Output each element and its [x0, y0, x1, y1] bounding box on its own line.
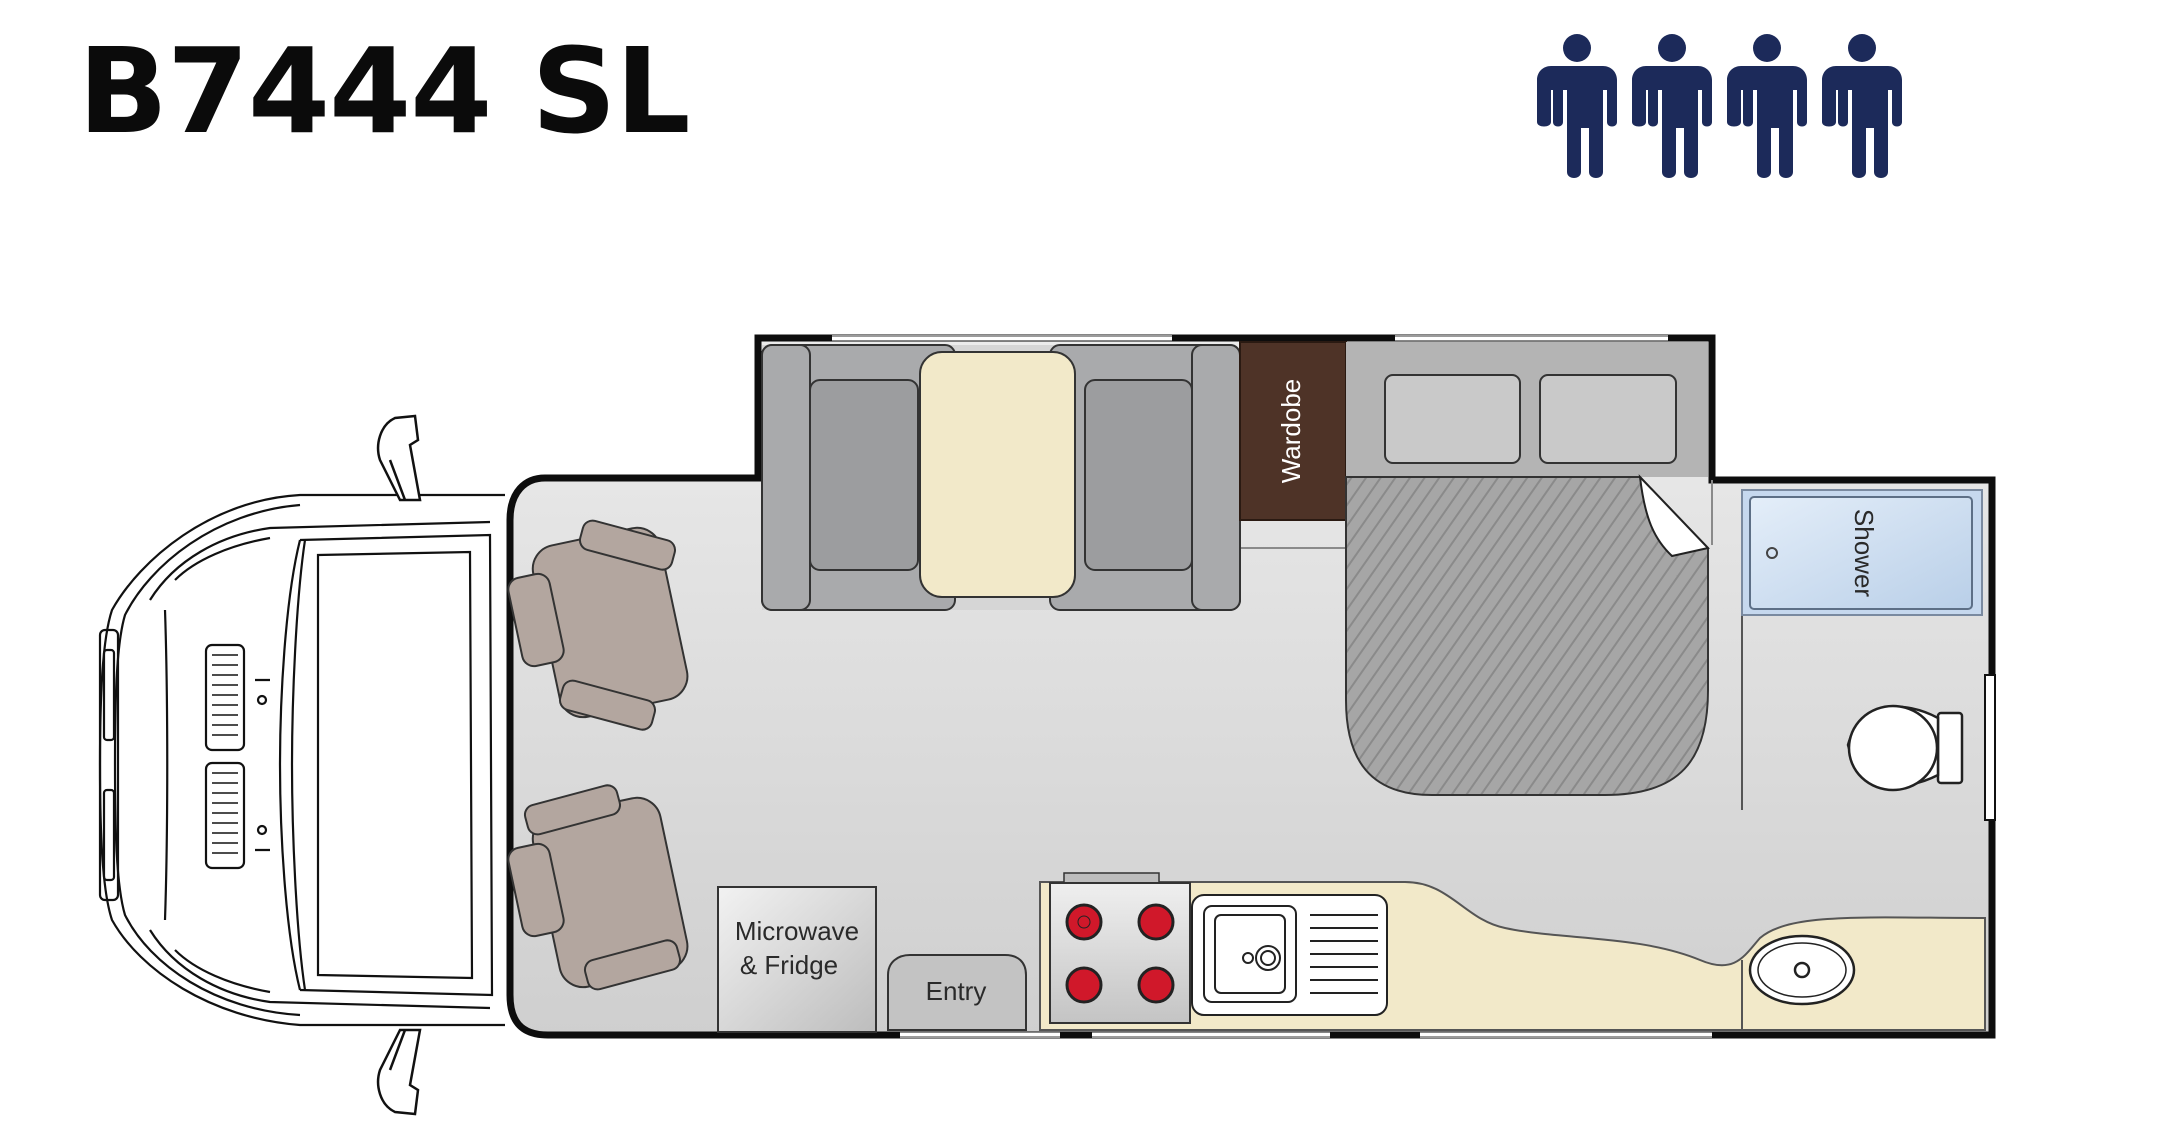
side-mirror-bottom — [376, 1028, 422, 1116]
toilet-icon — [1846, 704, 1964, 792]
microwave-fridge: Microwave & Fridge — [717, 886, 877, 1033]
berth-indicator — [1537, 34, 1902, 178]
microwave-label-line1: Microwave — [735, 916, 859, 946]
entry-label: Entry — [926, 976, 987, 1006]
cooktop-icon — [1049, 872, 1191, 1024]
cab-seat-passenger — [507, 784, 689, 991]
shower: Shower — [1741, 489, 1983, 616]
person-icon — [1537, 34, 1617, 178]
shower-drain-icon — [1766, 547, 1778, 559]
van-cab — [98, 493, 505, 1027]
rear-bed — [1345, 342, 1710, 796]
person-icon — [1822, 34, 1902, 178]
entry-step[interactable]: Entry — [887, 954, 1027, 1031]
wardrobe: Wardobe — [1239, 341, 1347, 521]
dinette-bench-right — [1049, 344, 1241, 611]
person-icon — [1727, 34, 1807, 178]
side-mirror-top — [376, 414, 422, 502]
bed-mattress — [1345, 476, 1709, 796]
bed-pillow-left — [1384, 374, 1521, 464]
bed-pillow-right — [1539, 374, 1677, 464]
person-icon — [1632, 34, 1712, 178]
model-title: B7444 SL — [78, 22, 691, 160]
shower-label: Shower — [1849, 509, 1879, 597]
basin-icon — [1748, 934, 1856, 1006]
sink-icon — [1191, 894, 1388, 1016]
wardrobe-label: Wardobe — [1276, 379, 1306, 484]
dinette-table — [919, 351, 1076, 598]
microwave-label-line2: & Fridge — [740, 950, 838, 980]
dinette-bench-left — [761, 344, 956, 611]
dinette — [761, 344, 1241, 611]
cab-seat-driver — [507, 519, 689, 731]
